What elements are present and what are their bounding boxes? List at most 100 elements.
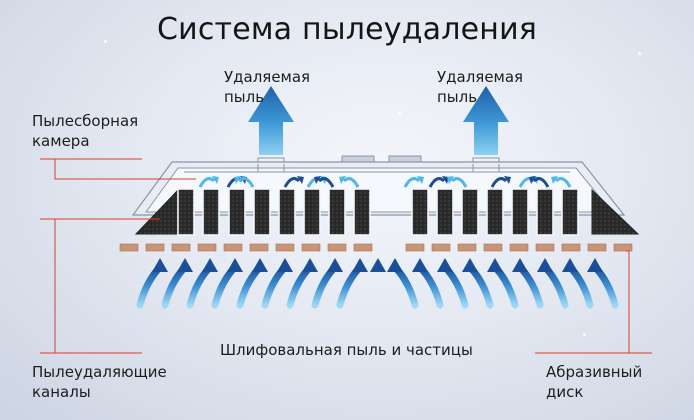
curved-arrow-icon [403,177,421,188]
filter-block [486,188,504,236]
up-arrow-icon [248,86,294,155]
chamber-airflow-arrows [198,176,572,188]
curved-arrow-icon [283,177,301,188]
leader-lines [40,158,652,354]
arrow-head [314,176,321,184]
exhaust-label-right: Удаляемая пыль [437,67,523,107]
disc-segment [249,243,269,252]
curved-arrow-icon [541,263,569,309]
filter-blocks [134,188,640,236]
exhaust-label-left-line2: пыль [224,88,265,106]
background-star [638,52,641,55]
curved-arrow-icon [554,177,572,188]
diagram-title: Система пылеудаления [156,12,538,47]
arrow-head [447,176,454,184]
filter-block [253,188,271,236]
disc-segment [431,243,451,252]
filter-block [511,188,529,236]
incoming-dust-arrows [136,258,619,309]
arrow-head [417,176,424,184]
arrow-head [277,258,293,272]
disc-segment [327,243,347,252]
disc-segment [535,243,555,252]
arrow-head [437,258,453,272]
filter-block [303,188,321,236]
arrow-head [297,176,304,184]
arrow-head [387,258,403,272]
curved-arrow-icon [441,263,469,309]
curved-arrow-icon [317,177,335,188]
exhaust-arrow-left [248,86,294,155]
disc-segment [171,243,191,252]
arrow-head [504,176,511,184]
up-arrow-icon [463,86,509,155]
curved-arrow-icon [236,263,264,309]
dust-chamber-label-line1: Пылесборная [32,112,139,130]
filter-block [536,188,554,236]
filter-block [353,188,371,236]
curved-arrow-icon [516,263,544,309]
arrow-head [442,176,449,184]
curved-arrow-icon [311,263,339,309]
curved-arrow-icon [237,177,255,188]
dust-chamber-label: Пылесборная камера [32,111,138,151]
filter-block [328,188,346,236]
filter-block [202,188,220,236]
curved-arrow-icon [161,263,189,309]
arrow-head [512,258,528,272]
filter-block [411,188,429,236]
background-star [583,333,586,336]
abrasive-disc-label: Абразивный диск [546,362,642,402]
arrow-head [327,258,343,272]
disc-segment [483,243,503,252]
curved-arrow-icon [186,263,214,309]
abrasive-disc-label-line2: диск [546,383,584,401]
curved-arrow-icon [532,177,550,188]
arrow-head [227,258,243,272]
arrow-head [339,176,346,184]
arrow-head [487,258,503,272]
extraction-channels-label: Пылеудаляющие каналы [32,362,167,402]
extraction-channels-label-line2: каналы [32,383,91,401]
arrow-head [352,258,368,272]
disc-segment [223,243,243,252]
extraction-channels-label-line1: Пылеудаляющие [32,363,167,381]
exhaust-arrow-right [463,86,509,155]
curved-arrow-icon [211,263,239,309]
filter-block [461,188,479,236]
background-star [398,112,401,115]
disc-segment [509,243,529,252]
disc-segment [613,243,633,252]
curved-arrow-icon [342,177,360,188]
disc-segment [197,243,217,252]
curved-arrow-icon [261,263,289,309]
curved-arrow-icon [450,177,468,188]
exhaust-label-left: Удаляемая пыль [224,67,310,107]
exhaust-label-right-line2: пыль [437,88,478,106]
disc-segment [275,243,295,252]
arrow-head [587,258,603,272]
arrow-head [212,176,219,184]
disc-segment [457,243,477,252]
disc-segment [587,243,607,252]
arrow-head [202,258,218,272]
arrow-head [252,258,268,272]
exhaust-label-right-line1: Удаляемая [437,68,524,86]
arrow-head [412,258,428,272]
curved-arrow-icon [198,177,216,188]
arrow-head [537,258,553,272]
disc-segment [353,243,373,252]
disc-segment [405,243,425,252]
curved-arrow-icon [416,263,444,309]
abrasive-disc-segments [119,243,633,252]
curved-arrow-icon [336,263,364,309]
abrasive-disc-label-line1: Абразивный [546,363,643,381]
curved-arrow-icon [466,263,494,309]
filter-wedge-right [591,188,640,235]
curved-arrow-icon [490,177,508,188]
filter-block [177,188,195,236]
curved-arrow-icon [391,263,419,309]
filter-block [561,188,579,236]
curved-arrow-icon [136,263,164,309]
